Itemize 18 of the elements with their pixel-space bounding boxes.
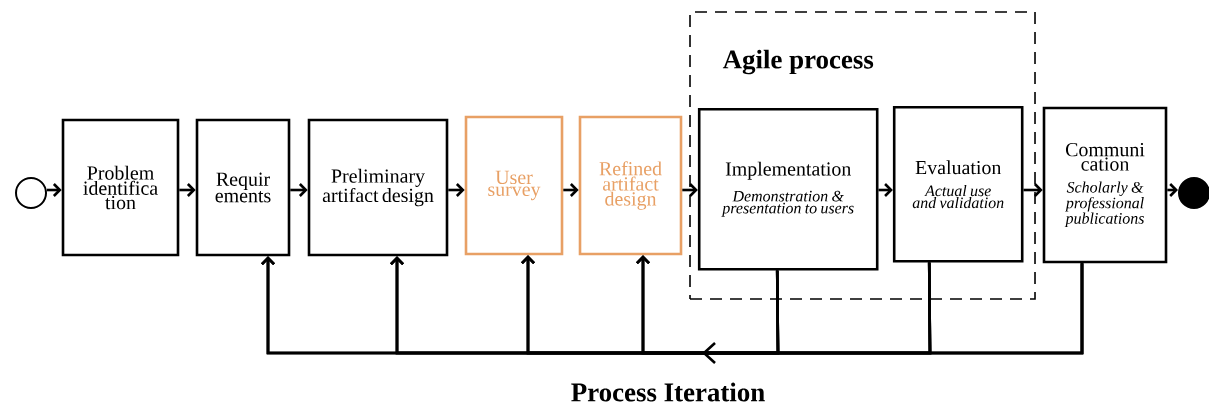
section-title: Process Iteration: [571, 382, 765, 402]
arrow: [290, 183, 308, 197]
process-box: Implementation Demonstration & presentation to users: [697, 107, 879, 271]
arrow: [179, 183, 196, 197]
arrow: [448, 183, 465, 197]
process-box: User survey: [464, 115, 564, 256]
process-box: Communi cation Scholarly & professional publications: [1042, 106, 1168, 264]
arrow: [1023, 183, 1043, 197]
process-box: Preliminary artifact design: [307, 118, 449, 257]
start-event-circle: [15, 177, 47, 209]
end-event-circle: [1178, 177, 1209, 209]
process-box: Evaluation Actual use and validation: [892, 105, 1024, 263]
feedback-arrow: [636, 255, 780, 355]
process-box: Requir ements: [195, 118, 291, 257]
process-box: Refined artifact design: [578, 115, 683, 256]
arrow: [563, 183, 579, 197]
process-box: Problem identifica tion: [61, 118, 180, 257]
arrow: [682, 183, 698, 197]
